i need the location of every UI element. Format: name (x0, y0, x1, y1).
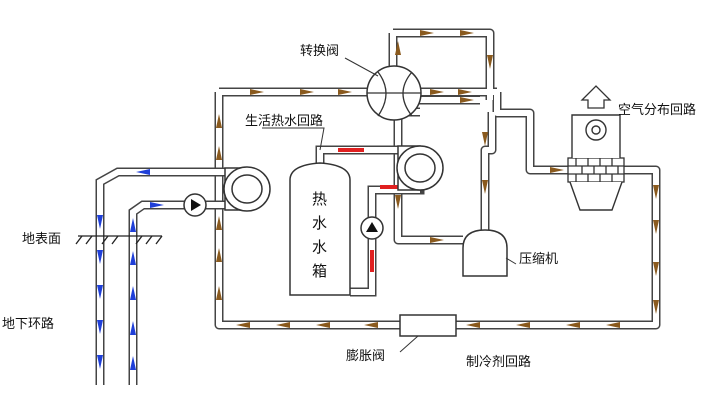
ground-flow-arrows (97, 169, 164, 370)
flow-arrow (653, 220, 659, 234)
flow-arrow (97, 250, 103, 264)
flow-arrow (516, 322, 530, 328)
flow-arrow (395, 195, 401, 209)
flow-arrow (653, 300, 659, 314)
flow-arrow (550, 167, 564, 173)
flow-arrow (566, 322, 580, 328)
flow-arrow (130, 356, 136, 370)
flow-arrow (130, 218, 136, 232)
flow-arrow (236, 322, 250, 328)
switch-valve-icon (366, 65, 422, 121)
flow-arrow (130, 321, 136, 335)
expansion-valve-label: 膨胀阀 (346, 349, 385, 364)
air-outflow-arrow-icon (580, 85, 612, 109)
flow-arrow (130, 251, 136, 265)
flow-arrow (97, 320, 103, 334)
flow-arrow (606, 322, 620, 328)
expansion-valve-icon (399, 314, 457, 337)
flow-arrow (216, 146, 222, 160)
heat-exchanger-icon (567, 157, 625, 183)
switch-valve-label: 转换阀 (300, 44, 339, 59)
ground-loop-label: 地下环路 (2, 316, 54, 332)
air-loop-label: 空气分布回路 (618, 102, 696, 118)
fan-icon (585, 119, 607, 141)
flow-arrow (482, 132, 488, 146)
pump-icon (183, 193, 207, 217)
flow-arrow (482, 180, 488, 194)
flow-arrow (250, 89, 264, 95)
flow-arrow (130, 286, 136, 300)
flow-arrow (430, 237, 444, 243)
refrigerant-flow-arrows (216, 30, 659, 328)
dhw-loop-label: 生活热水回路 (245, 113, 323, 129)
leader-lines (262, 57, 517, 353)
flow-arrow (97, 355, 103, 369)
flow-arrow (460, 97, 474, 103)
flow-arrow (216, 216, 222, 230)
refrigerant-loop-label: 制冷剂回路 (466, 354, 531, 370)
flow-arrow (487, 55, 493, 69)
tank-char: 水 (312, 238, 327, 256)
flow-arrow (466, 322, 480, 328)
flow-arrow (460, 30, 474, 36)
flow-arrow (216, 286, 222, 300)
tank-char: 热 (312, 190, 327, 208)
ground-heat-exchanger-icon (223, 166, 271, 212)
tank-char: 箱 (312, 262, 327, 280)
flow-arrow (458, 89, 472, 95)
flow-arrow (653, 185, 659, 199)
flow-arrow (338, 89, 352, 95)
flow-arrow (364, 322, 378, 328)
flow-arrow (300, 89, 314, 95)
compressor-icon (462, 229, 508, 277)
flow-arrow (276, 322, 290, 328)
pump-icon (360, 216, 384, 240)
flow-arrow (136, 169, 150, 175)
flow-arrow (97, 215, 103, 229)
compressor-label: 压缩机 (519, 251, 558, 267)
flow-arrow (653, 262, 659, 276)
flow-arrow (216, 248, 222, 262)
flow-arrow (420, 30, 434, 36)
tank-char: 水 (312, 214, 327, 232)
flow-arrow (316, 322, 330, 328)
flow-arrow (430, 89, 444, 95)
heat-exchanger-icon (396, 145, 444, 191)
flow-arrow (216, 114, 222, 128)
flow-arrow (395, 41, 401, 55)
water-tank-icon (289, 162, 351, 296)
ground-surface-label: 地表面 (22, 232, 61, 247)
flow-arrow (97, 285, 103, 299)
flow-arrow (150, 202, 164, 208)
ground-surface-line (75, 235, 163, 245)
